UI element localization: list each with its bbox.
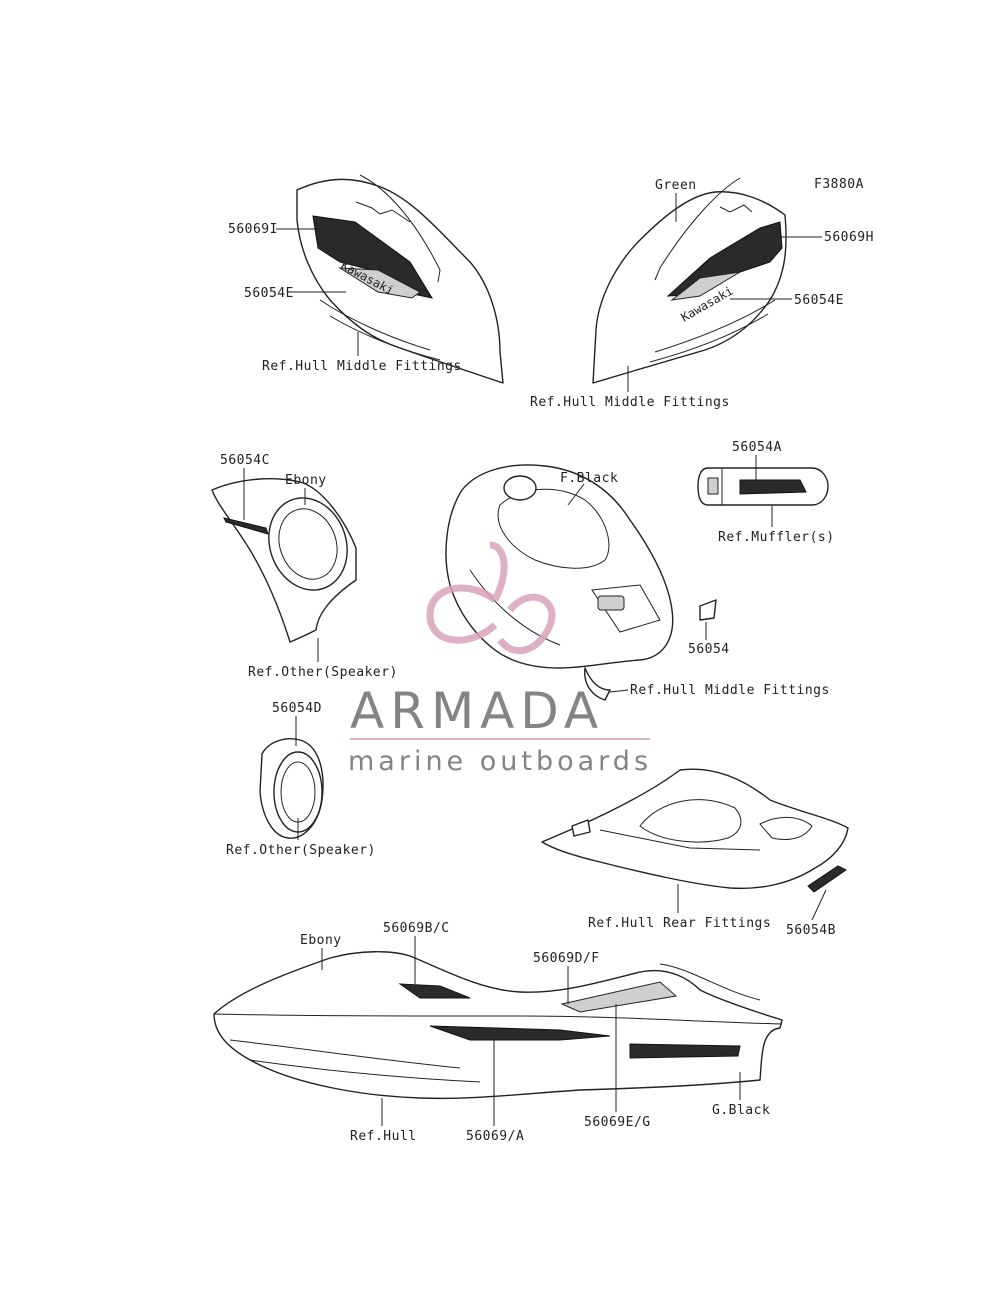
propeller-logo xyxy=(426,541,556,655)
label-56054B: 56054B xyxy=(786,923,836,938)
label-f-black: F.Black xyxy=(560,471,618,486)
label-56069BC: 56069B/C xyxy=(383,921,450,936)
label-ref-hull-middle-fittings-right: Ref.Hull Middle Fittings xyxy=(530,395,730,410)
speaker-small xyxy=(259,738,324,839)
watermark-brand: ARMADA xyxy=(350,682,604,740)
label-ref-hull: Ref.Hull xyxy=(350,1129,417,1144)
label-56054E-left: 56054E xyxy=(244,286,294,301)
label-green: Green xyxy=(655,178,697,193)
label-g-black: G.Black xyxy=(712,1103,770,1118)
label-ref-hull-rear-fittings: Ref.Hull Rear Fittings xyxy=(588,916,771,931)
label-ref-hull-middle-fittings-left: Ref.Hull Middle Fittings xyxy=(262,359,462,374)
armada-watermark: ARMADA marine outboards xyxy=(348,541,652,777)
jet-ski-hull xyxy=(213,951,783,1100)
label-56069I: 56069I xyxy=(228,222,278,237)
label-56069EG: 56069E/G xyxy=(584,1115,651,1130)
label-ref-hull-middle-fittings-center: Ref.Hull Middle Fittings xyxy=(630,683,830,698)
hull-middle-deck xyxy=(445,464,717,701)
label-ref-other-speaker-2: Ref.Other(Speaker) xyxy=(226,843,376,858)
hull-rear-deck xyxy=(541,768,849,893)
watermark-tagline: marine outboards xyxy=(348,746,652,777)
label-ebony-bottom: Ebony xyxy=(300,933,342,948)
muffler xyxy=(697,467,829,506)
speaker-cover xyxy=(211,478,357,643)
label-ebony-top: Ebony xyxy=(285,473,327,488)
label-56054E-right: 56054E xyxy=(794,293,844,308)
label-ref-other-speaker-1: Ref.Other(Speaker) xyxy=(248,665,398,680)
label-56054: 56054 xyxy=(688,642,730,657)
label-ref-muffler: Ref.Muffler(s) xyxy=(718,530,835,545)
side-panel-right: Kawasaki xyxy=(592,177,787,384)
label-56069H: 56069H xyxy=(824,230,874,245)
label-56069A: 56069/A xyxy=(466,1129,524,1144)
label-56069DF: 56069D/F xyxy=(533,951,600,966)
side-panel-left: Kawasaki xyxy=(296,174,504,384)
label-56054D: 56054D xyxy=(272,701,322,716)
figure-code: F3880A xyxy=(814,177,864,192)
label-56054C: 56054C xyxy=(220,453,270,468)
label-56054A: 56054A xyxy=(732,440,782,455)
